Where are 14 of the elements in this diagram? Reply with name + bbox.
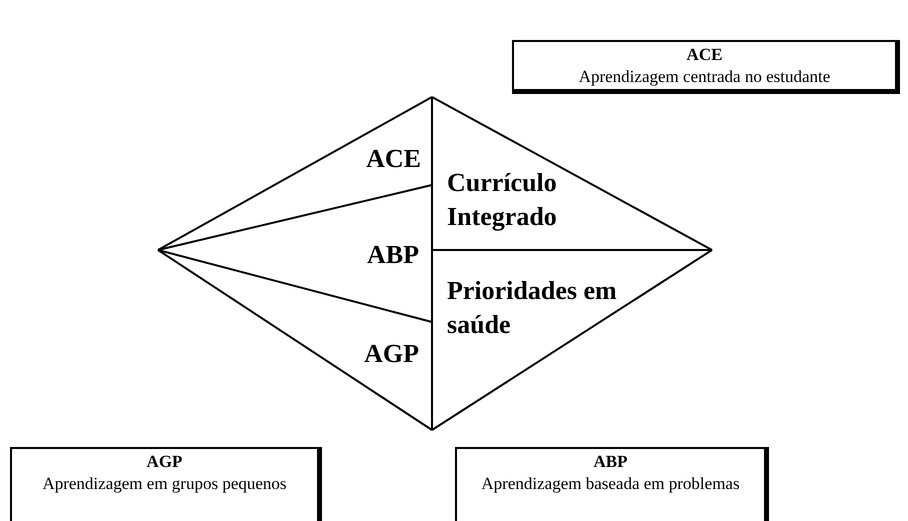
definition-box bbox=[455, 447, 769, 521]
definition-text: Aprendizagem baseada em problemas bbox=[480, 473, 741, 495]
definition-box bbox=[512, 40, 900, 94]
diamond-label: Prioridades em saúde bbox=[447, 275, 618, 341]
definition-text: Aprendizagem em grupos pequenos bbox=[41, 473, 288, 495]
diamond-label: AGP bbox=[364, 338, 419, 370]
acronym-heading: ABP bbox=[592, 451, 628, 473]
diamond-label: ACE bbox=[366, 143, 421, 175]
definition-box bbox=[10, 447, 322, 521]
diamond-label: Currículo Integrado bbox=[447, 167, 558, 233]
acronym-heading: ACE bbox=[686, 44, 724, 66]
diamond-label: ABP bbox=[367, 239, 419, 271]
definition-text: Aprendizagem centrada no estudante bbox=[578, 66, 832, 88]
acronym-heading: AGP bbox=[146, 451, 184, 473]
